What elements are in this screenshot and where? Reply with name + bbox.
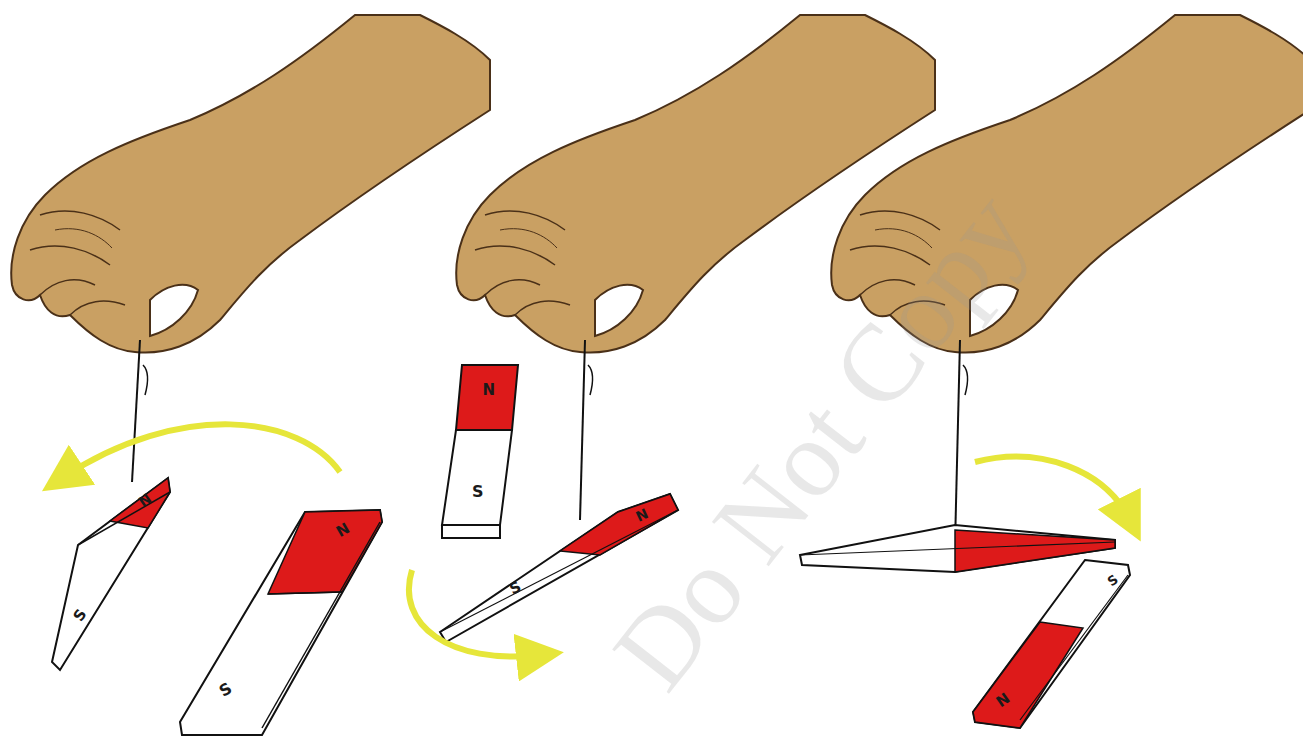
bar-magnet	[180, 510, 382, 735]
bar-magnet	[973, 560, 1130, 728]
pole-letter: N	[483, 383, 496, 398]
suspended-magnet	[800, 525, 1115, 572]
motion-arrow	[62, 424, 340, 478]
pole-letter: S	[472, 484, 484, 500]
string-knot	[143, 365, 148, 395]
string	[955, 340, 960, 545]
string	[132, 340, 140, 482]
motion-arrow	[409, 570, 540, 657]
suspended-magnet	[52, 478, 170, 670]
held-magnet	[442, 365, 518, 538]
string-knot	[588, 365, 593, 395]
string-knot	[963, 365, 968, 395]
string	[580, 340, 585, 520]
motion-arrow	[975, 457, 1130, 520]
hand	[11, 15, 490, 353]
